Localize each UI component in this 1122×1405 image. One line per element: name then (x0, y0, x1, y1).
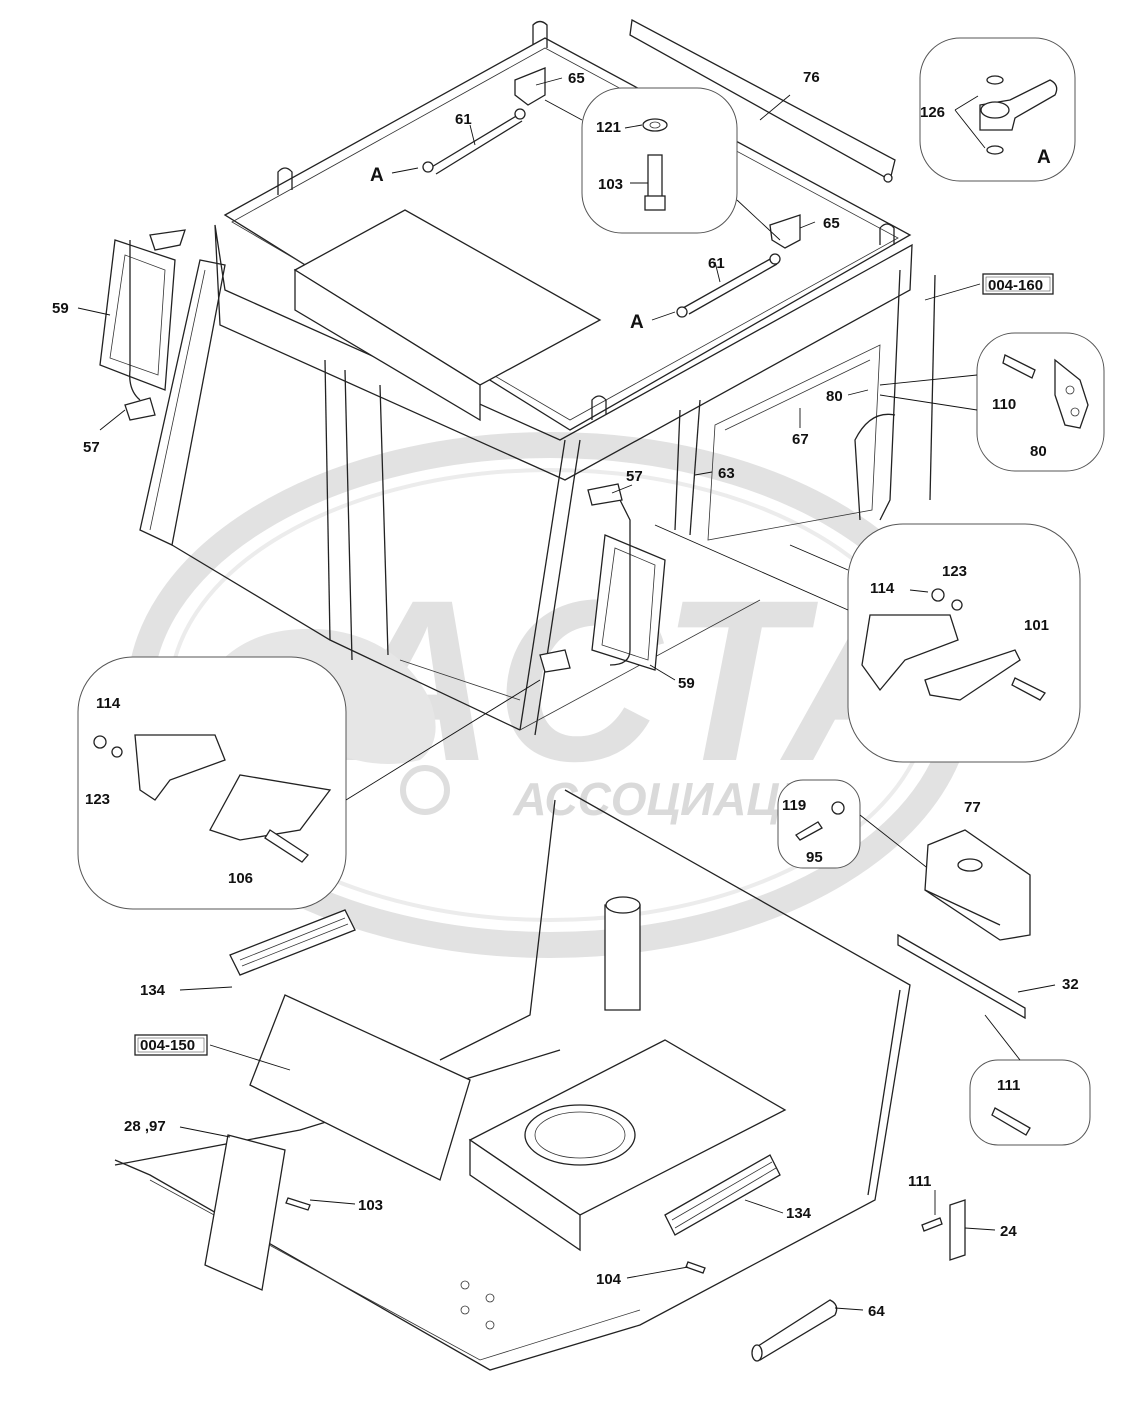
mirror-left (99, 229, 186, 421)
part-label-134: 134 (140, 982, 166, 999)
ref-label-004-150: 004-150 (140, 1037, 195, 1054)
part-label-80: 80 (826, 388, 843, 405)
part-label-A-lower: A (630, 312, 644, 333)
part-label-134-floor: 134 (786, 1205, 812, 1222)
part-label-65: 65 (568, 70, 585, 87)
part-label-59: 59 (52, 300, 69, 317)
part-label-64: 64 (868, 1303, 885, 1320)
detail-bolt-washer (544, 87, 781, 241)
detail-latch-80 (879, 332, 1105, 472)
part-label-103-floor: 103 (358, 1197, 383, 1214)
part-label-57-right: 57 (626, 468, 643, 485)
part-label-80-detail: 80 (1030, 443, 1047, 460)
part-label-A-detail: A (1037, 147, 1051, 168)
gas-strut-lower (676, 214, 801, 318)
rail-76 (629, 18, 896, 183)
part-label-114: 114 (870, 580, 895, 597)
ref-box-004-150: 004-150 (134, 1034, 208, 1056)
detail-bracket-left (77, 656, 541, 910)
part-label-111-floor: 111 (908, 1173, 931, 1190)
part-label-61: 61 (455, 111, 472, 128)
gas-strut-upper (422, 67, 546, 175)
cab-frame (139, 20, 936, 736)
part-label-24: 24 (1000, 1223, 1017, 1240)
part-label-76: 76 (803, 69, 820, 86)
part-label-119: 119 (782, 797, 806, 814)
part-label-126: 126 (920, 104, 945, 121)
part-label-111: 111 (997, 1077, 1020, 1094)
part-label-59-right: 59 (678, 675, 695, 692)
part-label-77: 77 (964, 799, 981, 816)
part-label-123-left: 123 (85, 791, 110, 808)
part-label-67: 67 (792, 431, 809, 448)
part-labels: 65 76 126 A 61 121 103 59 57 65 61 A A 8… (52, 69, 1079, 1320)
ref-box-004-160: 004-160 (982, 273, 1054, 295)
part-label-121: 121 (596, 119, 621, 136)
part-label-114-left: 114 (96, 695, 121, 712)
detail-eye-126 (919, 37, 1076, 182)
part-label-63: 63 (718, 465, 735, 482)
part-label-104: 104 (596, 1271, 622, 1288)
part-label-123: 123 (942, 563, 967, 580)
part-label-103: 103 (598, 176, 623, 193)
part-label-95: 95 (806, 849, 823, 866)
box-77 (924, 829, 1031, 941)
part-label-106: 106 (228, 870, 253, 887)
detail-bolt-95 (777, 779, 931, 871)
part-label-57: 57 (83, 439, 100, 456)
mirror-right (539, 483, 666, 673)
part-label-101: 101 (1024, 617, 1049, 634)
gear-emblem-icon-2 (400, 765, 450, 815)
part-label-110: 110 (992, 396, 1016, 413)
ref-label-004-160: 004-160 (988, 277, 1043, 294)
part-label-28-97: 28 ,97 (124, 1118, 166, 1135)
bracket-32 (897, 933, 1026, 1020)
part-label-32: 32 (1062, 976, 1079, 993)
part-label-A: A (370, 165, 384, 186)
cab-floor (114, 789, 966, 1371)
detail-bolt-111 (969, 1014, 1091, 1146)
part-label-61-lower: 61 (708, 255, 725, 272)
detail-bracket-right (654, 523, 1081, 763)
leader-lines (77, 77, 1056, 1311)
part-label-65-lower: 65 (823, 215, 840, 232)
